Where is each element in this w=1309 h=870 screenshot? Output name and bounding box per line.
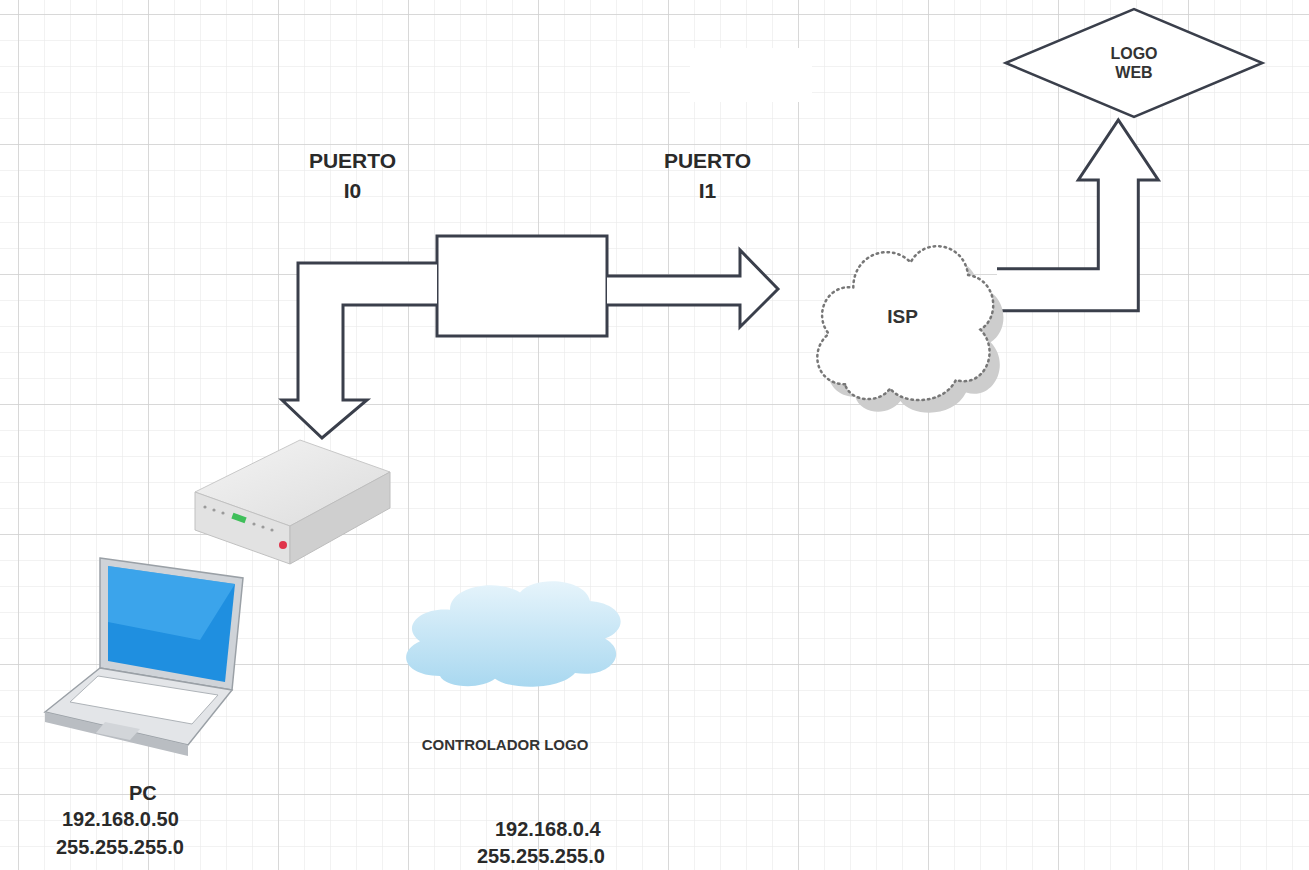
arrow-body xyxy=(997,120,1158,311)
node-text: CONTROLADOR LOGO xyxy=(422,736,589,754)
cloud-node: ISP xyxy=(800,212,1005,422)
router-icon xyxy=(195,440,390,564)
address-label: 255.255.255.0 xyxy=(477,845,605,867)
address-label: 255.255.255.0 xyxy=(56,836,184,858)
node-text: ISP xyxy=(863,306,943,329)
cloud-shape xyxy=(406,581,621,687)
diamond-outline xyxy=(1003,8,1265,118)
hollow-arrow xyxy=(282,263,437,438)
diamond-shape xyxy=(1006,9,1263,117)
decision-diamond: LOGO WEB xyxy=(1003,8,1265,118)
hollow-arrow-connector xyxy=(997,120,1158,311)
node-text: LOGO WEB xyxy=(1099,44,1169,82)
address-label: 192.168.0.4 xyxy=(495,818,601,840)
cloud-shape xyxy=(817,246,993,400)
address-label: 192.168.0.50 xyxy=(62,808,179,830)
white-patch xyxy=(690,48,812,102)
address-label: PC xyxy=(129,782,157,804)
cloud-node: CONTROLADOR LOGO xyxy=(380,578,630,758)
port-label: PUERTO I1 xyxy=(660,146,755,207)
port-box xyxy=(437,236,607,336)
port-label: PUERTO I0 xyxy=(305,146,400,207)
hollow-arrow xyxy=(607,250,778,327)
laptop-icon xyxy=(45,558,243,756)
blue-outline xyxy=(380,578,630,758)
